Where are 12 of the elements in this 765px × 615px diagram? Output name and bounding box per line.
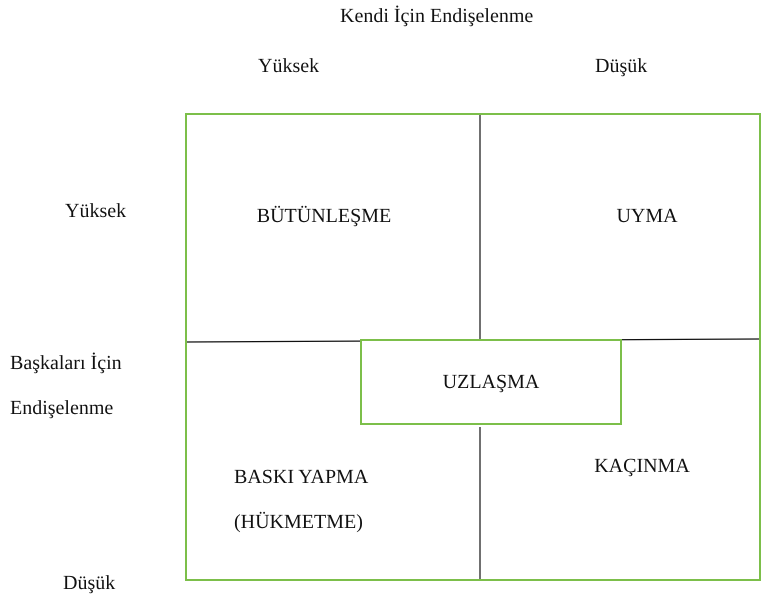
axis-level-label: Düşük — [595, 55, 648, 78]
axis-level-label: Yüksek — [258, 55, 320, 78]
center-style-box: UZLAŞMA — [360, 339, 622, 425]
axis-title: Kendi İçin Endişelenme — [340, 5, 534, 28]
quadrant-label: UYMA — [537, 205, 757, 228]
quadrant-label: BÜTÜNLEŞME — [214, 205, 434, 228]
quadrant-label: BASKI YAPMA (HÜKMETME) — [234, 455, 404, 545]
axis-level-label: Düşük — [63, 572, 116, 595]
matrix-frame — [185, 113, 761, 581]
axis-level-label: Yüksek — [65, 200, 126, 223]
axis-title: Başkaları İçin Endişelenme — [10, 351, 123, 421]
quadrant-label: KAÇINMA — [532, 455, 752, 478]
